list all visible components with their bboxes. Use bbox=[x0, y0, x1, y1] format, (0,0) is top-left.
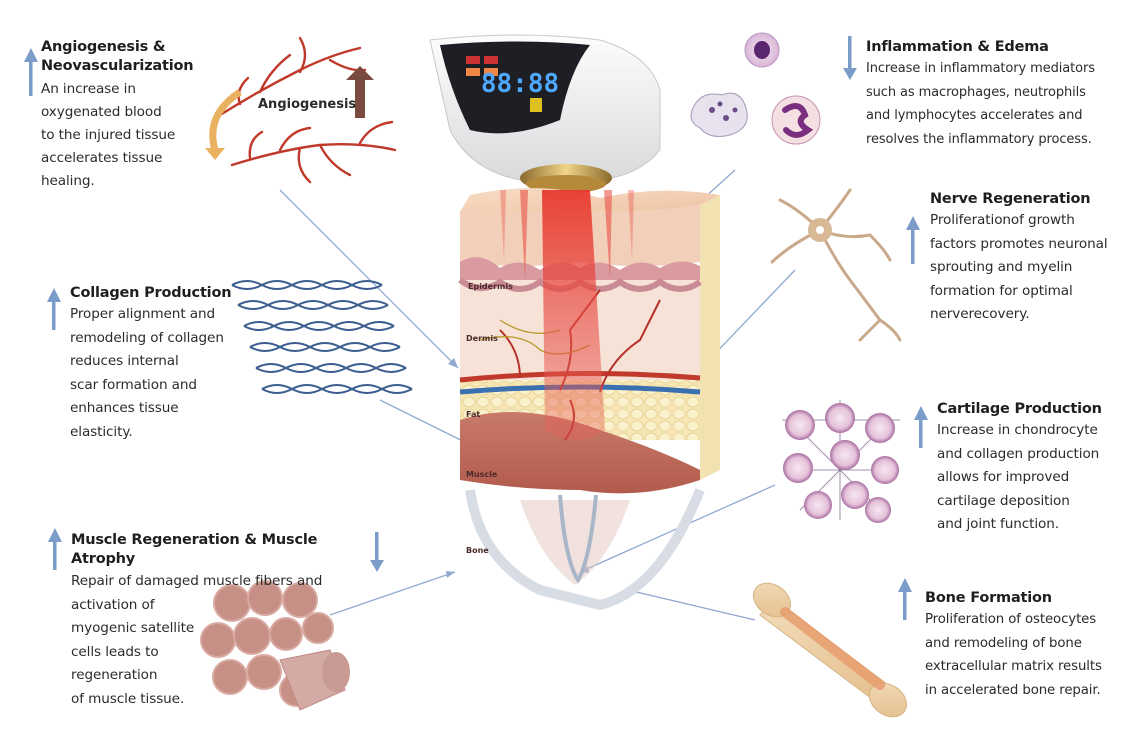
angiogenesis-vessels bbox=[218, 36, 397, 184]
panel-inflammation: Inflammation & Edema Increase in inflamm… bbox=[866, 38, 1124, 151]
panel-cartilage: Cartilage Production Increase in chondro… bbox=[937, 400, 1122, 537]
label-epidermis: Epidermis bbox=[468, 282, 513, 291]
neuron bbox=[770, 188, 902, 342]
skin-cross-section bbox=[458, 188, 720, 611]
inflammatory-cells bbox=[690, 32, 821, 145]
panel-desc-angiogenesis: An increase in oxygenated blood to the i… bbox=[41, 81, 176, 189]
device-display: 88:88 bbox=[481, 69, 559, 99]
panel-title-muscle: Muscle Regeneration & Muscle Atrophy bbox=[71, 532, 318, 567]
bone-illustration bbox=[752, 582, 908, 718]
panel-title-collagen: Collagen Production bbox=[70, 285, 232, 301]
panel-title-nerve: Nerve Regeneration bbox=[930, 191, 1091, 207]
angiogenesis-vessel-label: Angiogenesis bbox=[258, 97, 357, 112]
panel-bone: Bone Formation Proliferation of osteocyt… bbox=[925, 589, 1123, 702]
panel-desc-cartilage: Increase in chondrocyte and collagen pro… bbox=[937, 422, 1100, 532]
label-muscle: Muscle bbox=[466, 470, 498, 479]
label-fat: Fat bbox=[466, 410, 481, 419]
panel-title-angiogenesis: Angiogenesis & Neovascularization bbox=[41, 39, 194, 74]
panel-desc-bone: Proliferation of osteocytes and remodeli… bbox=[925, 612, 1102, 698]
label-bone: Bone bbox=[466, 546, 489, 555]
indicator-arrows bbox=[24, 36, 928, 620]
angio-up-arrow bbox=[355, 78, 365, 118]
panel-title-bone: Bone Formation bbox=[925, 590, 1052, 606]
panel-desc-collagen: Proper alignment and remodeling of colla… bbox=[70, 306, 224, 440]
panel-desc-inflammation: Increase in inflammatory mediators such … bbox=[866, 61, 1095, 147]
muscle-fibers bbox=[200, 580, 334, 707]
panel-muscle: Muscle Regeneration & Muscle Atrophy Rep… bbox=[71, 531, 371, 711]
panel-collagen: Collagen Production Proper alignment and… bbox=[70, 284, 240, 444]
panel-desc-nerve: Proliferationof growth factors promotes … bbox=[930, 212, 1108, 322]
panel-title-cartilage: Cartilage Production bbox=[937, 401, 1102, 417]
panel-desc-muscle: Repair of damaged muscle fibers and acti… bbox=[71, 573, 323, 707]
label-dermis: Dermis bbox=[466, 334, 498, 343]
panel-angiogenesis: Angiogenesis & Neovascularization An inc… bbox=[41, 38, 231, 193]
panel-title-inflammation: Inflammation & Edema bbox=[866, 39, 1049, 55]
chondrocytes bbox=[782, 400, 900, 523]
cycle-arrow bbox=[209, 89, 242, 151]
collagen-fibers bbox=[231, 280, 413, 394]
panel-nerve: Nerve Regeneration Proliferationof growt… bbox=[930, 190, 1120, 327]
laser-device: 88:88 bbox=[429, 34, 661, 193]
